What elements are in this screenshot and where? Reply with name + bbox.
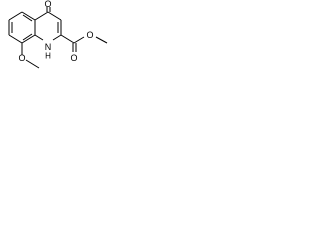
bond-o-methoxy-ch3 <box>25 59 40 69</box>
atom-oxygen-ester-single: O <box>86 30 93 40</box>
aromatic-c5-c4a-inner <box>22 14 33 22</box>
bond-c6-c5 <box>8 11 23 21</box>
bond-c8a-c8 <box>21 34 36 44</box>
bond-c2-ester-carbon <box>60 34 75 44</box>
structure-diagram: O O N H O O <box>8 0 108 69</box>
bond-ester-carbon-oxygen <box>73 36 85 44</box>
bond-c2-n1 <box>52 34 62 41</box>
atom-nitrogen-h: N <box>45 42 52 52</box>
bond-ester-oxygen-methyl <box>95 36 108 44</box>
molecule-canvas: O O N H O O <box>0 0 123 88</box>
bond-c4-c3 <box>47 11 62 21</box>
atom-oxygen-methoxy: O <box>18 53 25 63</box>
bond-n1-c8a <box>34 34 44 41</box>
atom-hydrogen-nh: H <box>45 52 51 61</box>
bond-c5-c4a <box>21 11 36 21</box>
bond-c4a-c4 <box>34 11 49 21</box>
atom-oxygen-ester-double: O <box>70 53 77 63</box>
bond-c8-c7 <box>8 34 23 44</box>
aromatic-c8-c8a-inner <box>22 33 33 41</box>
atom-oxygen-ketone: O <box>44 0 51 9</box>
